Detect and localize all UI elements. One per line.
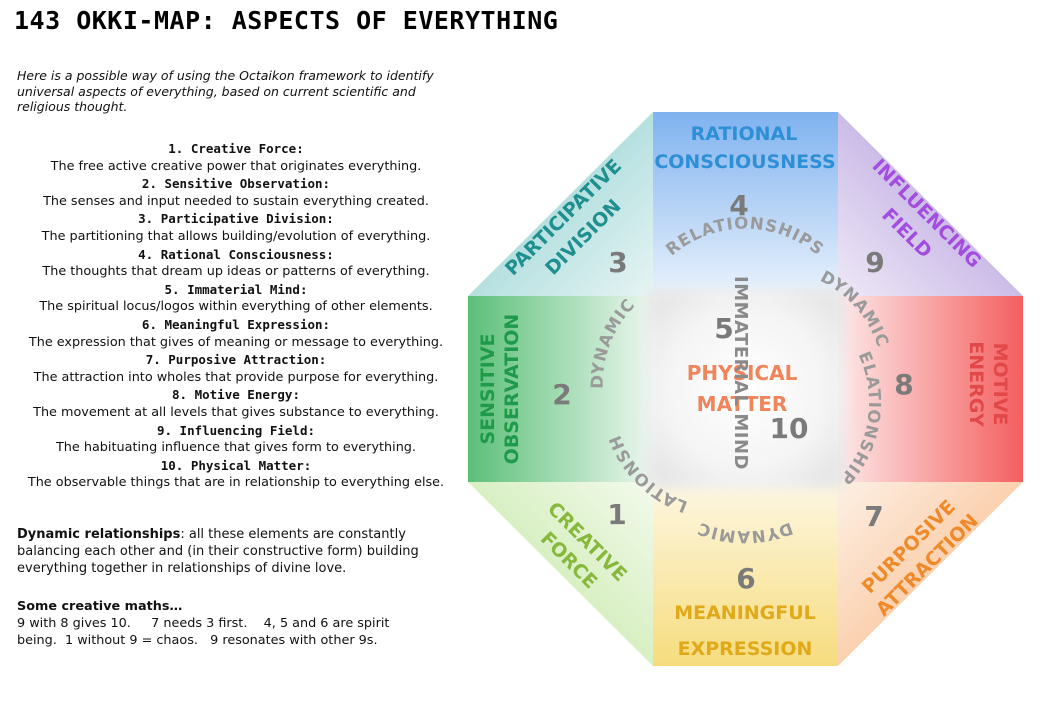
aspect-item: 4. Rational Consciousness: The thoughts t… [16,246,456,281]
number-10: 10 [770,412,809,445]
sensitive-label-1: SENSITIVE [477,333,499,444]
motive-label-2: ENERGY [965,341,987,427]
number-3: 3 [608,246,627,279]
sensitive-label-2: OBSERVATION [501,314,523,465]
segment-rational-consciousness [653,112,838,296]
aspect-heading: 10. Physical Matter: [160,457,312,473]
aspect-description: The movement at all levels that gives su… [33,404,439,420]
page-title: 143 OKKI-MAP: ASPECTS OF EVERYTHING [14,6,559,35]
center-physical-matter [648,290,844,488]
aspect-heading: 9. Influencing Field: [156,422,316,438]
segment-meaningful-expression [653,482,838,666]
aspect-heading: 1. Creative Force: [168,141,304,156]
aspect-item: 7. Purposive Attraction:The attraction i… [16,351,456,386]
segment-participative-division [468,112,653,296]
aspect-item: 9. Influencing Field: The habituating inf… [16,422,456,457]
number-7: 7 [864,500,883,533]
aspect-description: The observable things that are in relati… [27,475,445,491]
number-6: 6 [736,562,755,595]
aspect-item: 3. Participative Division:The partitioni… [16,210,456,245]
aspect-description: The attraction into wholes that provide … [33,369,439,385]
motive-label-1: MOTIVE [989,343,1011,426]
aspect-heading: 5. Immaterial Mind: [164,281,308,297]
aspect-description: The thoughts that dream up ideas or patt… [42,264,430,280]
dynamic-relationships-note: Dynamic relationships: all these element… [17,526,447,577]
aspect-item: 2. Sensitive Observation:The senses and … [16,175,456,210]
number-9: 9 [865,246,884,279]
number-8: 8 [894,368,913,401]
aspect-item: 8. Motive Energy:The movement at all lev… [16,386,456,421]
aspect-description: The expression that gives of meaning or … [28,334,444,350]
dynamic-text: : all these elements are constantly bala… [17,527,419,576]
number-2: 2 [552,378,571,411]
dynamic-term: Dynamic relationships [17,527,181,542]
maths-line: 9 with 8 gives 10. 7 needs 3 first. 4, 5… [17,616,390,631]
aspect-description: The partitioning that allows building/ev… [41,228,431,244]
segment-motive-energy [838,296,1023,482]
segment-creative-force [468,482,653,666]
rational-label-2: CONSCIOUSNESS [654,151,835,173]
aspect-heading: 8. Motive Energy: [172,387,300,403]
segment-influencing-field [838,112,1023,296]
number-4: 4 [729,189,748,222]
creative-maths: Some creative maths… 9 with 8 gives 10. … [17,598,457,649]
physical-label: PHYSICAL [687,361,798,385]
maths-heading: Some creative maths… [17,599,183,614]
segment-purposive-attraction [838,482,1023,666]
maths-line: being. 1 without 9 = chaos. 9 resonates … [17,633,378,648]
intro-text: Here is a possible way of using the Octa… [17,68,434,114]
number-5: 5 [714,312,733,345]
aspect-description: The spiritual locus/logos within everyth… [39,299,433,315]
aspect-heading: 6. Meaningful Expression: [141,316,331,332]
aspect-item: 1. Creative Force: The free active creati… [16,140,456,175]
segment-sensitive-observation [468,296,653,482]
aspect-heading: 2. Sensitive Observation: [141,176,331,192]
number-1: 1 [607,498,626,531]
aspect-item: 6. Meaningful Expression: The expression … [16,316,456,351]
aspect-list: 1. Creative Force: The free active creati… [16,140,456,492]
aspect-item: 10. Physical Matter: The observable thing… [16,457,456,492]
aspect-heading: 7. Purposive Attraction: [145,352,327,368]
meaningful-label-2: EXPRESSION [678,638,813,660]
aspect-description: The free active creative power that orig… [50,158,422,174]
octaikon-diagram: RATIONAL CONSCIOUSNESS PARTICIPATIVE DIV… [460,104,1023,666]
aspect-item: 5. Immaterial Mind: The spiritual locus/l… [16,281,456,316]
aspect-description: The habituating influence that gives for… [55,440,416,456]
meaningful-label-1: MEANINGFUL [674,602,816,624]
aspect-heading: 4. Rational Consciousness: [138,246,334,262]
aspect-heading: 3. Participative Division: [138,211,334,227]
immaterial-mind-label: IMMATERIAL MIND [730,276,751,470]
matter-label: MATTER [697,392,788,416]
rational-label-1: RATIONAL [691,123,798,145]
aspect-description: The senses and input needed to sustain e… [43,193,429,209]
